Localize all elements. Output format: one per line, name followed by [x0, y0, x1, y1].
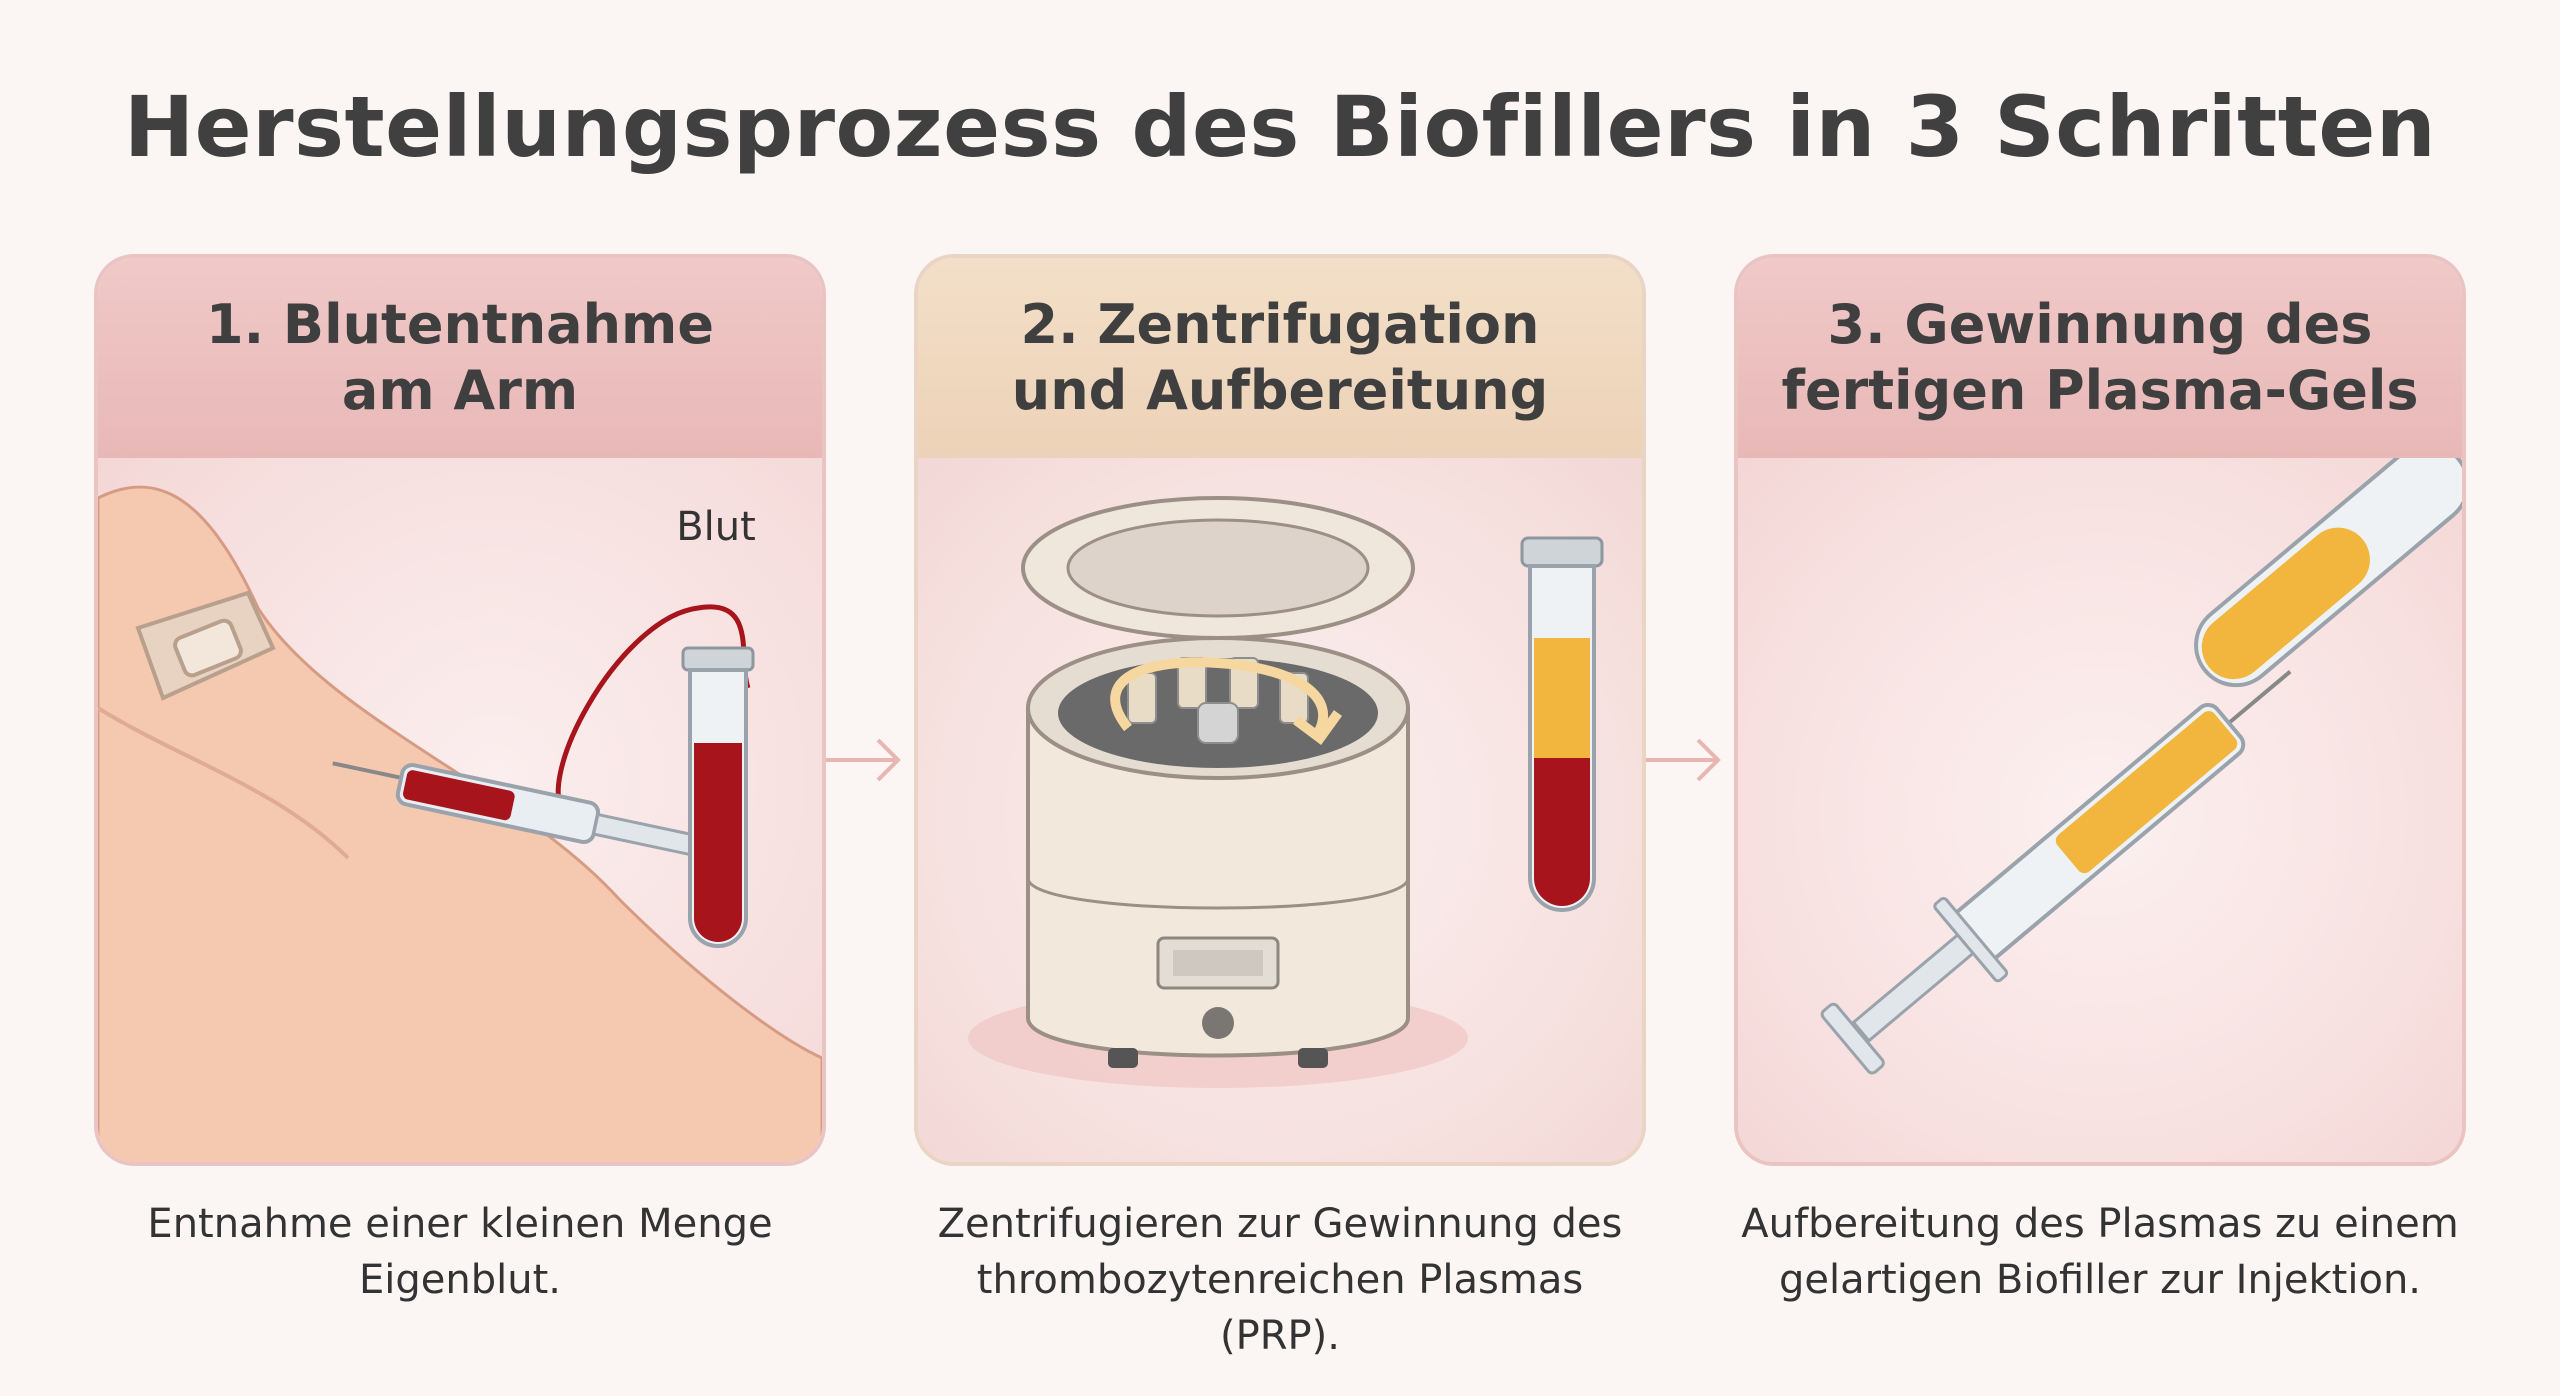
step-header-2: 2. Zentrifugation und Aufbereitung [918, 258, 1642, 458]
page-title: Herstellungsprozess des Biofillers in 3 … [123, 78, 2437, 176]
step-title-3-line1: 3. Gewinnung des [1827, 293, 2373, 356]
step-illustration-1: Blut [98, 458, 822, 1162]
tourniquet-icon [135, 590, 276, 701]
test-tube-icon [681, 646, 755, 948]
plasma-tube-icon [1520, 536, 1604, 912]
arrow-right-icon [1646, 738, 1721, 782]
centrifuge-illustration [968, 496, 1604, 1088]
step-caption-2-line1: Zentrifugieren zur Gewinnung des [937, 1201, 1623, 1247]
step-title-3-line2: fertigen Plasma-Gels [1781, 359, 2419, 422]
step-card-3: 3. Gewinnung des fertigen Plasma-Gels [1734, 254, 2466, 1166]
gel-syringe-icon [1820, 670, 2292, 1075]
step-caption-1-line2: Eigenblut. [359, 1257, 561, 1303]
rotation-arrow-icon [1110, 657, 1328, 736]
step-caption-2: Zentrifugieren zur Gewinnung des thrombo… [914, 1196, 1646, 1364]
step-header-3: 3. Gewinnung des fertigen Plasma-Gels [1738, 258, 2462, 458]
plasma-tube-icon [2194, 458, 2462, 688]
arrow-right-icon [826, 738, 901, 782]
step-illustration-3 [1738, 458, 2462, 1162]
step-caption-3: Aufbereitung des Plasmas zu einem gelart… [1734, 1196, 2466, 1308]
centrifuge-icon [1021, 496, 1415, 1068]
step-card-2: 2. Zentrifugation und Aufbereitung [914, 254, 1646, 1166]
step-title-1-line1: 1. Blutentnahme [206, 293, 714, 356]
step-card-1: 1. Blutentnahme am Arm [94, 254, 826, 1166]
blood-draw-illustration: Blut [98, 485, 822, 1162]
step-header-1: 1. Blutentnahme am Arm [98, 258, 822, 458]
step-caption-1: Entnahme einer kleinen Menge Eigenblut. [94, 1196, 826, 1308]
step-title-2-line2: und Aufbereitung [1011, 359, 1549, 422]
step-caption-3-line1: Aufbereitung des Plasmas zu einem [1741, 1201, 2459, 1247]
step-title-2-line1: 2. Zentrifugation [1020, 293, 1540, 356]
step-caption-1-line1: Entnahme einer kleinen Menge [147, 1201, 773, 1247]
step-title-1-line2: am Arm [341, 359, 579, 422]
blood-label: Blut [676, 504, 756, 550]
step-caption-3-line2: gelartigen Biofiller zur Injektion. [1778, 1257, 2422, 1303]
gel-syringe-illustration [1820, 458, 2462, 1075]
step-illustration-2 [918, 458, 1642, 1162]
step-caption-2-line2: thrombozytenreichen Plasmas (PRP). [976, 1257, 1584, 1359]
